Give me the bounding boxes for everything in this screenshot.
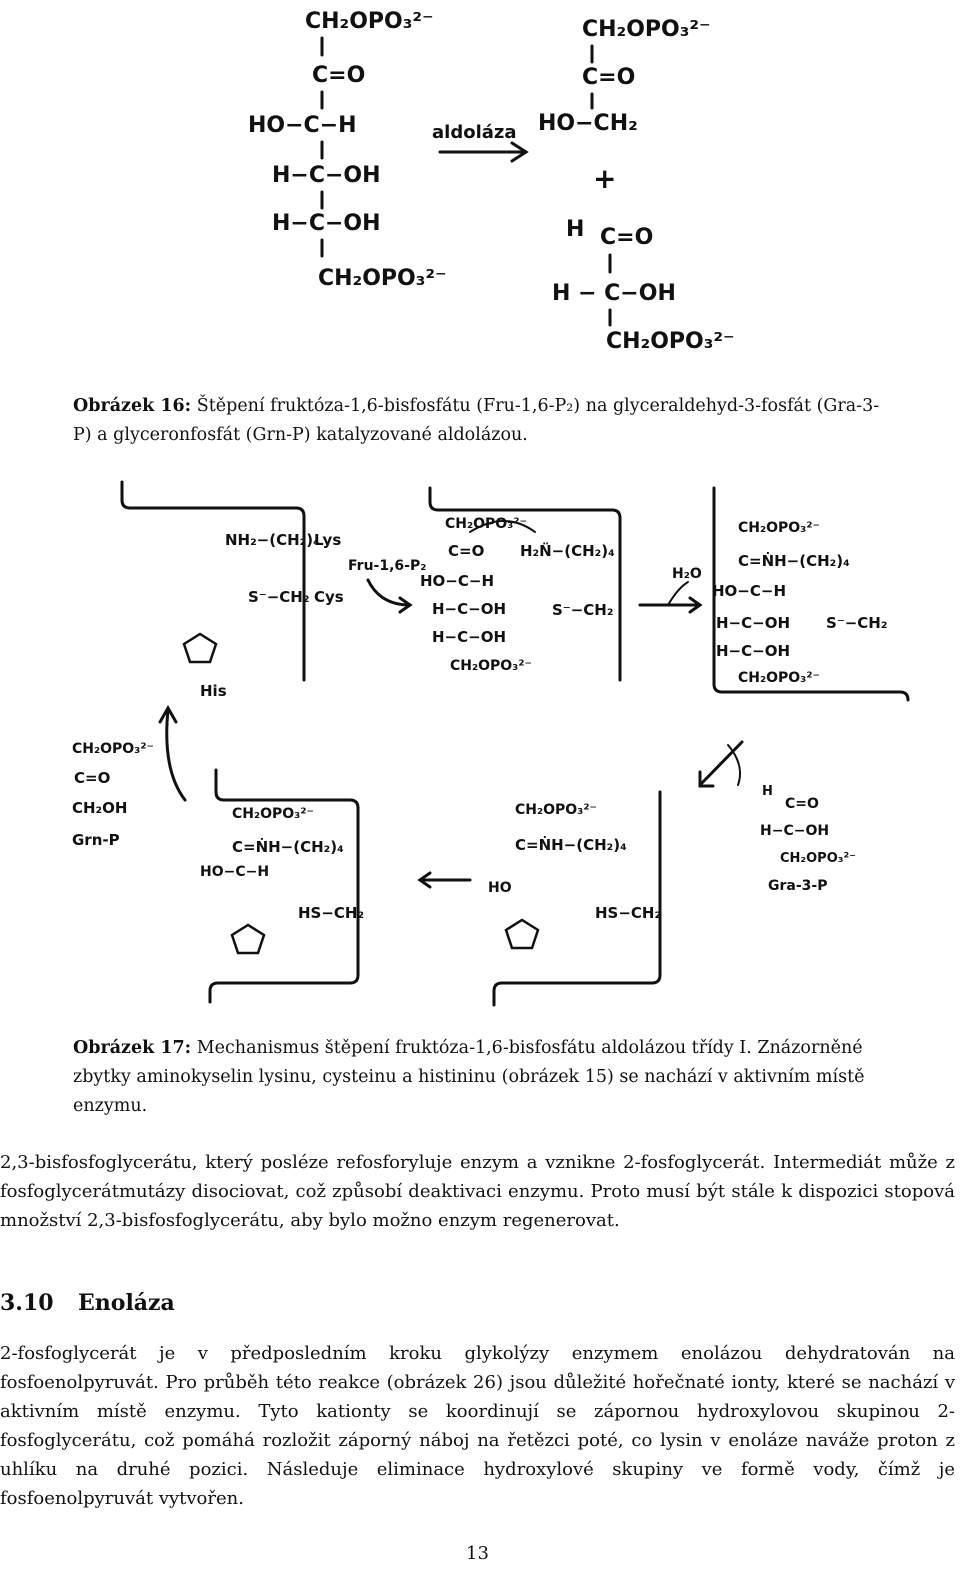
section-number: 3.10: [0, 1290, 54, 1316]
panelB-c5: H−C−OH: [432, 628, 506, 646]
panelC-c4: H−C−OH: [716, 614, 790, 632]
product2-c2: H − C−OH: [552, 281, 676, 306]
product2-c1: C=O: [600, 225, 653, 250]
grn-c2: C=O: [74, 769, 110, 787]
product2-bottom: CH₂OPO₃²⁻: [606, 329, 735, 354]
panelD-c3: HO: [488, 880, 512, 896]
figure-17-caption-text: Mechanismus štěpení fruktóza-1,6-bisfosf…: [73, 1038, 865, 1116]
panelB-thiolate: S⁻−CH₂: [552, 601, 613, 619]
figure-16-drawing: CH₂OPO₃²⁻ C=O HO−C−H H−C−OH H−C−OH CH₂OP…: [248, 9, 735, 354]
grn-top: CH₂OPO₃²⁻: [72, 741, 154, 757]
product1-top: CH₂OPO₃²⁻: [582, 17, 711, 42]
his-label: His: [200, 682, 227, 700]
panelC-thiolate: S⁻−CH₂: [826, 614, 887, 632]
grn-c3: CH₂OH: [72, 799, 127, 817]
figure-16-caption-text: Štěpení fruktóza-1,6-bisfosfátu (Fru-1,6…: [73, 396, 880, 445]
substrate-bottom: CH₂OPO₃²⁻: [318, 266, 447, 291]
substrate-c4: H−C−OH: [272, 163, 381, 188]
panelC-c5: H−C−OH: [716, 642, 790, 660]
panelE-c3: HO−C−H: [200, 864, 269, 880]
figure-16-caption: Obrázek 16: Štěpení fruktóza-1,6-bisfosf…: [73, 392, 883, 450]
grn-p-label: Grn-P: [72, 831, 120, 849]
section-title: Enoláza: [78, 1290, 175, 1316]
panelB-c4: H−C−OH: [432, 600, 506, 618]
figure-17-caption-label: Obrázek 17:: [73, 1038, 192, 1058]
panelB-c-eq-o: C=O: [448, 542, 484, 560]
substrate-c3: HO−C−H: [248, 113, 357, 138]
figure-16-caption-label: Obrázek 16:: [73, 396, 192, 416]
panelD-thiol: HS−CH₂: [595, 904, 661, 922]
gra-c2: H−C−OH: [760, 823, 829, 839]
panelE-thiol: HS−CH₂: [298, 904, 364, 922]
substrate-top: CH₂OPO₃²⁻: [305, 9, 434, 34]
gra-bottom: CH₂OPO₃²⁻: [780, 851, 856, 866]
gra-h: H: [762, 784, 773, 799]
panelC-top: CH₂OPO₃²⁻: [738, 520, 820, 536]
product1-c3: HO−CH₂: [538, 111, 638, 136]
water-label: H₂O: [672, 566, 702, 582]
panelB-amine: H₂N̈−(CH₂)₄: [520, 541, 615, 560]
section-heading: 3.10 Enoláza: [0, 1290, 175, 1316]
page-number: 13: [466, 1543, 489, 1564]
substrate-c2: C=O: [312, 63, 365, 88]
substrate-label: Fru-1,6-P₂: [348, 558, 426, 574]
panelD-top: CH₂OPO₃²⁻: [515, 802, 597, 818]
panelD-imine: C=ṄH−(CH₂)₄: [515, 835, 627, 854]
panelB-c3: HO−C−H: [420, 572, 494, 590]
product2-h: H: [566, 217, 584, 242]
product1-c2: C=O: [582, 65, 635, 90]
panelB-bottom: CH₂OPO₃²⁻: [450, 658, 532, 674]
panelC-bottom: CH₂OPO₃²⁻: [738, 670, 820, 686]
cys-label: Cys: [314, 588, 344, 606]
gra-3-p-label: Gra-3-P: [768, 878, 827, 894]
panelC-imine: C=ṄH−(CH₂)₄: [738, 551, 850, 570]
aldolase-label: aldoláza: [432, 122, 517, 143]
figure-17-drawing: NH₂−(CH₂)₄ Lys S⁻−CH₂ Cys His Fru-1,6-P₂…: [72, 480, 910, 1007]
panelC-c3: HO−C−H: [712, 582, 786, 600]
cys-group: S⁻−CH₂: [248, 588, 309, 606]
panelE-top: CH₂OPO₃²⁻: [232, 806, 314, 822]
paragraph-2: 2-fosfoglycerát je v předposledním kroku…: [0, 1343, 955, 1509]
figure-17-caption: Obrázek 17: Mechanismus štěpení fruktóza…: [73, 1034, 883, 1121]
gra-c1: C=O: [785, 796, 819, 812]
paragraph-1: 2,3-bisfosfoglycerátu, který posléze ref…: [0, 1152, 955, 1231]
lys-group: NH₂−(CH₂)₄: [225, 531, 320, 549]
plus-sign: +: [593, 162, 616, 195]
lys-label: Lys: [314, 531, 341, 549]
panelE-imine: C=ṄH−(CH₂)₄: [232, 837, 344, 856]
substrate-c5: H−C−OH: [272, 211, 381, 236]
